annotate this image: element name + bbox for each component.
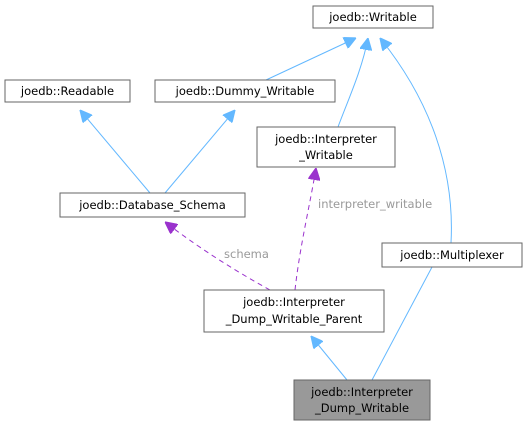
node-writable-label: joedb::Writable <box>328 10 417 24</box>
edge-usage-schema <box>165 222 271 291</box>
node-dump-writable[interactable]: joedb::Interpreter _Dump_Writable <box>293 379 431 421</box>
edge-dump-writable-to-parent <box>311 336 348 381</box>
node-database-schema-label: joedb::Database_Schema <box>78 198 226 212</box>
node-interpreter-writable-line1: joedb::Interpreter <box>274 132 377 146</box>
node-interpreter-writable[interactable]: joedb::Interpreter _Writable <box>256 126 396 168</box>
edge-database-schema-to-dummy-writable <box>164 110 235 194</box>
node-database-schema[interactable]: joedb::Database_Schema <box>59 192 246 218</box>
edge-multiplexer-to-writable <box>380 38 452 244</box>
node-dump-writable-parent-line1: joedb::Interpreter <box>242 295 345 309</box>
node-dump-writable-line2: _Dump_Writable <box>314 401 409 415</box>
edge-usage-interpreter-writable <box>294 168 316 291</box>
edge-label-schema: schema <box>224 247 269 261</box>
edge-dump-writable-to-multiplexer <box>371 252 440 381</box>
node-readable-label: joedb::Readable <box>20 84 114 98</box>
node-dummy-writable[interactable]: joedb::Dummy_Writable <box>154 79 336 103</box>
node-multiplexer-label: joedb::Multiplexer <box>399 248 504 262</box>
node-dummy-writable-label: joedb::Dummy_Writable <box>175 84 315 98</box>
edge-dummy-writable-to-writable <box>265 38 356 81</box>
edge-interpreter-writable-to-writable <box>337 38 368 128</box>
node-multiplexer[interactable]: joedb::Multiplexer <box>381 242 523 268</box>
node-dump-writable-line1: joedb::Interpreter <box>310 385 413 399</box>
node-interpreter-writable-line2: _Writable <box>298 148 353 162</box>
node-dump-writable-parent[interactable]: joedb::Interpreter _Dump_Writable_Parent <box>203 289 385 333</box>
node-dump-writable-parent-line2: _Dump_Writable_Parent <box>225 312 363 326</box>
node-readable[interactable]: joedb::Readable <box>4 79 131 103</box>
edge-database-schema-to-readable <box>80 110 151 194</box>
edge-label-interpreter-writable: interpreter_writable <box>318 197 432 211</box>
node-writable[interactable]: joedb::Writable <box>312 5 434 29</box>
